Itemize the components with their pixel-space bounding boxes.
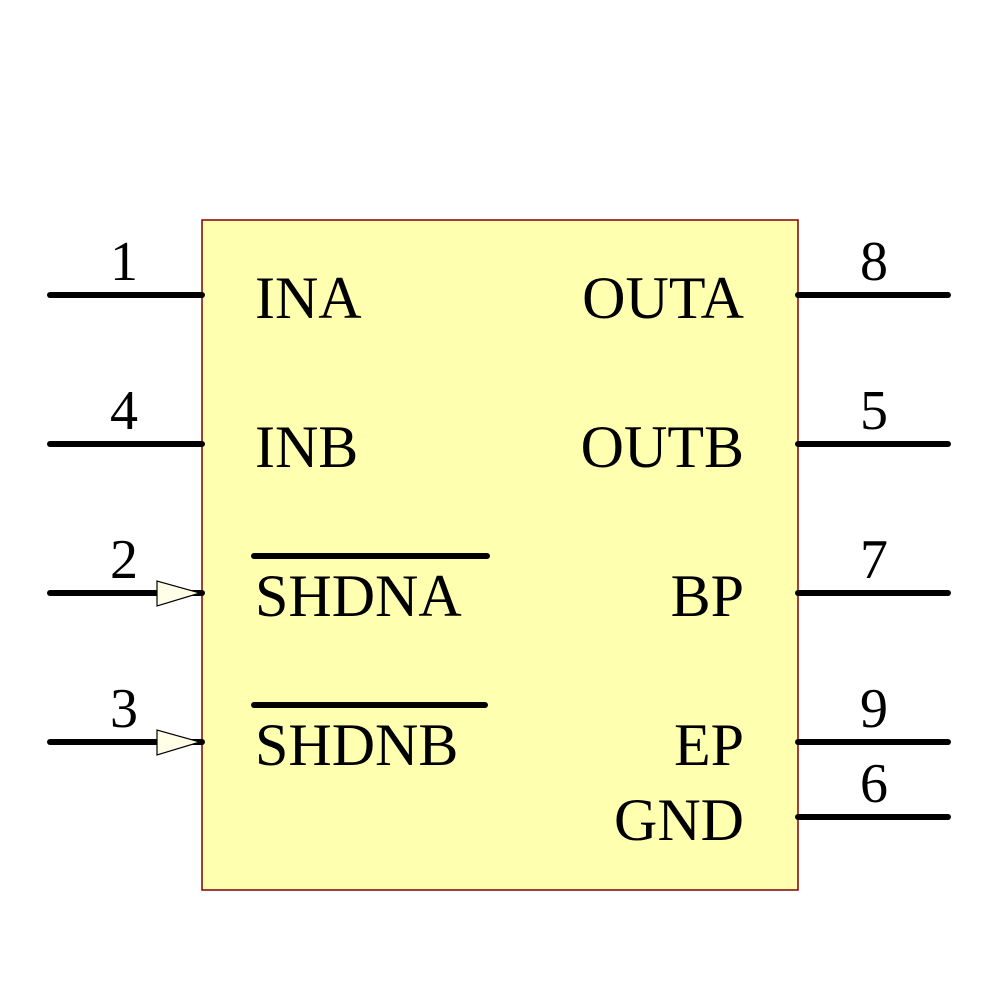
pin-9[interactable]: 9 EP: [674, 678, 951, 778]
pin-name: GND: [614, 787, 744, 853]
pin-5[interactable]: 5 OUTB: [581, 380, 951, 480]
pin-8[interactable]: 8 OUTA: [582, 231, 951, 331]
clock-arrow-icon: [156, 580, 203, 607]
pin-number: 2: [110, 529, 138, 591]
pin-number: 3: [110, 678, 138, 740]
pin-number: 9: [860, 678, 888, 740]
pin-name: SHDNB: [255, 712, 458, 778]
pin-name: INB: [255, 414, 358, 480]
pin-number: 6: [860, 753, 888, 815]
pin-name: BP: [671, 563, 744, 629]
pin-1[interactable]: 1 INA: [47, 231, 362, 331]
pin-2[interactable]: 2 SHDNA: [47, 529, 490, 629]
pin-6[interactable]: 6 GND: [614, 753, 951, 853]
pin-name: INA: [255, 265, 362, 331]
pin-number: 4: [110, 380, 138, 442]
pin-name: OUTB: [581, 414, 744, 480]
pin-number: 7: [860, 529, 888, 591]
pin-number: 5: [860, 380, 888, 442]
pin-name: EP: [674, 712, 744, 778]
pin-name: SHDNA: [255, 563, 462, 629]
pin-7[interactable]: 7 BP: [671, 529, 951, 629]
pin-number: 1: [110, 231, 138, 293]
pin-number: 8: [860, 231, 888, 293]
pin-name: OUTA: [582, 265, 744, 331]
pin-3[interactable]: 3 SHDNB: [47, 678, 488, 778]
clock-arrow-icon: [156, 729, 203, 756]
pin-4[interactable]: 4 INB: [47, 380, 358, 480]
